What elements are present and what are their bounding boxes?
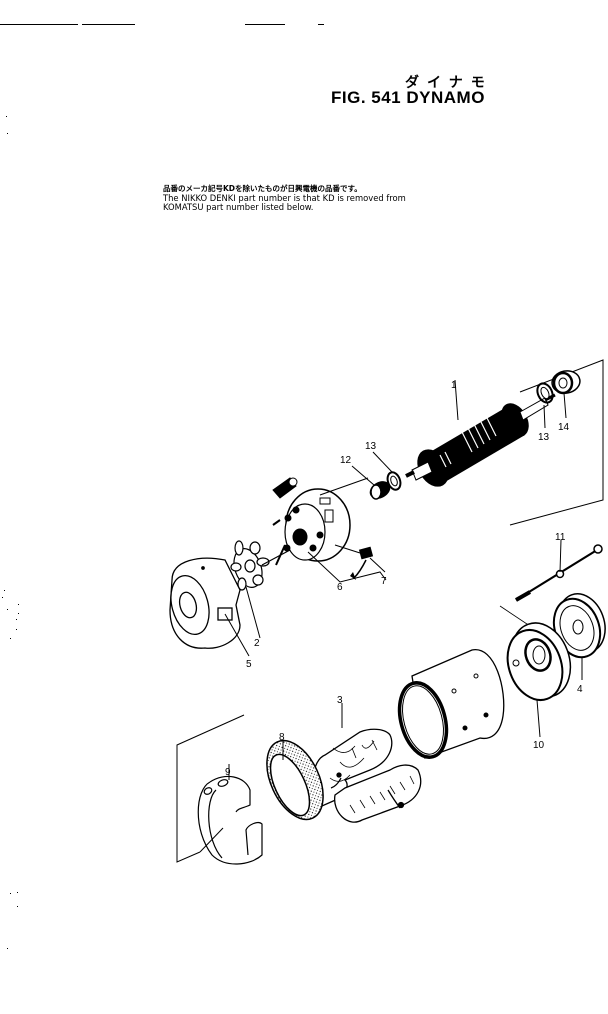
callout-1: 1	[451, 380, 457, 391]
scan-speck	[6, 116, 7, 117]
washer-right	[536, 382, 554, 404]
figure-title: FIG. 541 DYNAMO	[331, 88, 485, 107]
callout-4: 4	[577, 684, 583, 695]
scan-speck	[4, 590, 5, 591]
leader-lines	[224, 379, 567, 657]
callout-2: 2	[254, 638, 260, 649]
scan-speck	[16, 629, 17, 630]
scan-speck	[17, 906, 18, 907]
callout-13-right: 13	[538, 432, 550, 443]
bearing-left	[369, 481, 391, 500]
callout-3: 3	[337, 695, 343, 706]
yoke-housing	[397, 649, 505, 759]
brush	[334, 544, 374, 580]
group-bracket-left	[176, 714, 245, 863]
scan-speck	[7, 609, 8, 610]
scan-speck	[10, 893, 11, 894]
brush-holder-assembly	[272, 477, 369, 566]
top-rule-segment	[245, 24, 285, 25]
washer-left	[386, 471, 402, 491]
callout-13-left: 13	[365, 441, 377, 452]
note-japanese: 品番のメーカ記号KDを除いたものが日興電機の品番です。	[163, 184, 362, 193]
scan-speck	[18, 604, 19, 605]
callout-10: 10	[533, 740, 545, 751]
note-english-line-2: KOMATSU part number listed below.	[163, 202, 314, 212]
callout-9: 9	[225, 767, 231, 778]
callout-5: 5	[246, 659, 252, 670]
scan-speck	[17, 892, 18, 893]
end-cover	[169, 557, 241, 649]
top-rule-segment	[0, 24, 78, 25]
pulley	[552, 593, 606, 680]
cover-band	[197, 764, 263, 865]
top-rule-segment	[83, 24, 135, 25]
scan-speck	[16, 619, 17, 620]
scan-speck	[10, 638, 11, 639]
callout-labels: 1 2 3 4 5 6 7 8 9 10 11 12 13 13 14	[225, 380, 583, 778]
figure-title-japanese: ダイナモ	[405, 75, 493, 91]
note-english-line-1: The NIKKO DENKI part number is that KD i…	[163, 192, 406, 203]
scan-speck	[7, 133, 8, 134]
scan-speck	[18, 613, 19, 614]
callout-6: 6	[337, 582, 343, 593]
part-number-note: 品番のメーカ記号KDを除いたものが日興電機の品番です。 The NIKKO DE…	[163, 184, 406, 213]
scan-speck	[2, 597, 3, 598]
callout-8: 8	[279, 732, 285, 743]
band	[266, 739, 324, 821]
callout-7: 7	[381, 576, 387, 587]
top-rule-segment	[318, 24, 324, 25]
armature	[405, 393, 556, 487]
fan	[230, 540, 291, 591]
callout-11: 11	[555, 532, 566, 543]
callout-12: 12	[340, 455, 352, 466]
bracket	[506, 622, 572, 738]
bearing-right	[551, 370, 581, 395]
scan-speck	[7, 948, 8, 949]
callout-14: 14	[558, 422, 570, 433]
